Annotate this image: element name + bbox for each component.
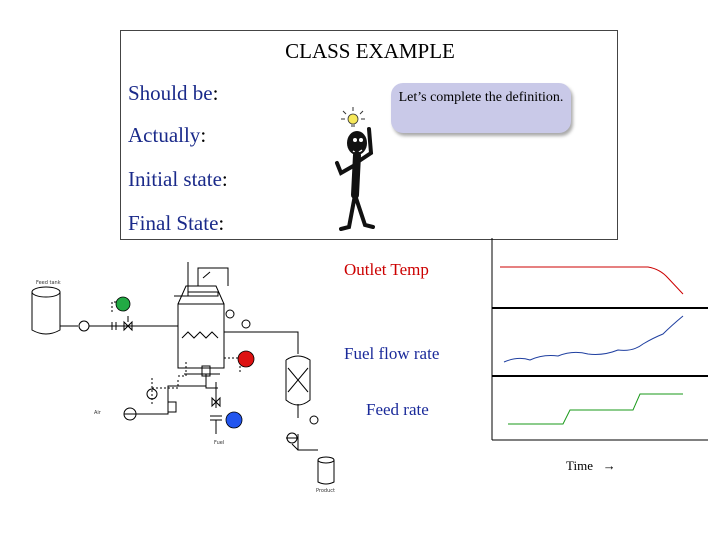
- lightbulb-icon: [341, 107, 365, 127]
- fuel-flow-trace: [503, 315, 684, 363]
- feed-rate-label: Feed rate: [366, 400, 429, 419]
- feed-tank-label: Feed tank: [36, 280, 61, 286]
- should-be-colon: :: [212, 81, 219, 105]
- should-be-label: Should be:: [128, 81, 218, 106]
- thinking-figure-icon: [335, 107, 375, 231]
- final-state-word: Final State: [128, 211, 219, 235]
- speech-bubble: Let’s complete the definition.: [391, 83, 571, 133]
- air-label: Air: [94, 410, 101, 416]
- actually-colon: :: [200, 123, 207, 147]
- fuel-valve-icon: [211, 396, 221, 408]
- feed-valve-icon: [123, 320, 133, 332]
- initial-state-label: Initial state:: [128, 167, 228, 192]
- slide-title: CLASS EXAMPLE: [285, 39, 455, 63]
- reactor-icon: [285, 355, 311, 406]
- feed-flow-controller-icon: [115, 296, 131, 312]
- feed-pump-icon: [78, 320, 90, 332]
- time-axis-label: Time →: [566, 458, 616, 474]
- temperature-controller-icon: [237, 350, 255, 368]
- actually-word: Actually: [128, 123, 201, 147]
- fuel-flow-label: Fuel flow rate: [344, 344, 440, 363]
- outlet-temp-label: Outlet Temp: [344, 260, 429, 279]
- initial-state-colon: :: [221, 167, 228, 191]
- time-label-text: Time: [566, 458, 593, 473]
- trend-divider-temp: [492, 307, 708, 309]
- should-be-word: Should be: [128, 81, 213, 105]
- outlet-temp-trace: [500, 266, 684, 295]
- fuel-label: Fuel: [214, 440, 225, 446]
- final-state-label: Final State:: [128, 211, 224, 236]
- product-drum-icon: [317, 456, 335, 485]
- trend-panel: [491, 238, 708, 441]
- furnace-icon: [177, 285, 225, 375]
- product-label: Product: [316, 488, 335, 494]
- final-state-colon: :: [218, 211, 225, 235]
- definition-box: CLASS EXAMPLE Should be: Actually: Initi…: [120, 30, 618, 240]
- air-blower-icon: [123, 407, 137, 421]
- feed-rate-trace: [508, 393, 683, 425]
- feed-tank-icon: [31, 286, 61, 335]
- fuel-flow-controller-icon: [225, 411, 243, 429]
- time-arrow-icon: →: [602, 458, 616, 473]
- actually-label: Actually:: [128, 123, 206, 148]
- temperature-sensor-icon: [225, 309, 235, 319]
- initial-state-word: Initial state: [128, 167, 222, 191]
- process-diagram: [31, 262, 335, 485]
